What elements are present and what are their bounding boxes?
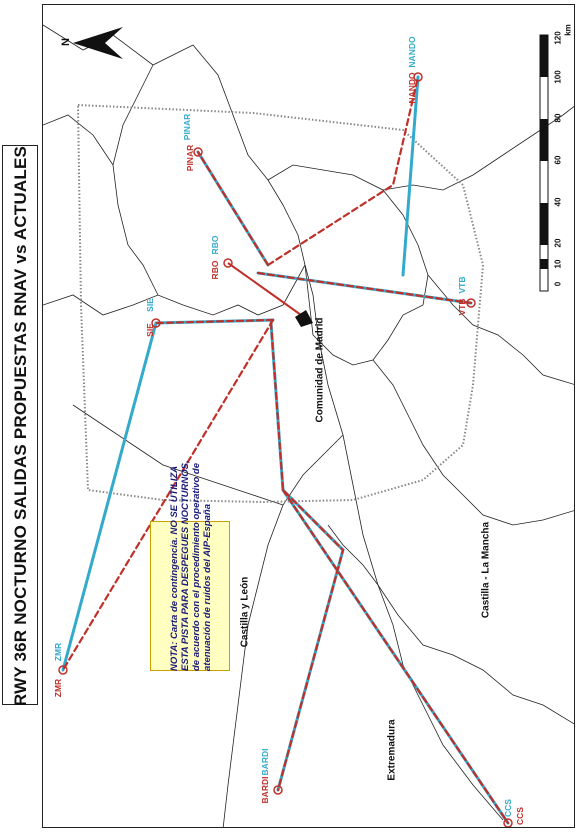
marker-vtb (466, 298, 476, 308)
scale-unit: km (563, 24, 573, 36)
scale-tick-20: 20 (553, 238, 563, 248)
proposed-route-vtb (256, 271, 473, 305)
proposed-route-zmr (61, 318, 275, 672)
current-route-nando (401, 75, 420, 277)
map-frame (42, 4, 575, 828)
scale-tick-120: 120 (553, 31, 563, 45)
border-castilla-mancha-north (372, 359, 574, 526)
wp-label-red-pinar: PINAR (185, 144, 195, 172)
wp-label-red-nando: NANDO (407, 72, 417, 104)
current-route-zmr (61, 321, 158, 672)
wp-label-red-vtb: VTB (457, 298, 467, 316)
waypoint-markers (58, 72, 513, 827)
region-borders (43, 24, 574, 827)
marker-zmr (58, 665, 68, 675)
wp-label-red-zmr: ZMR (53, 678, 63, 698)
border-castilla-leon-south (72, 404, 284, 506)
wp-label-red-rbo: RBO (210, 260, 220, 280)
scale-tick-60: 60 (553, 155, 563, 165)
proposed-route-pinar (196, 150, 270, 267)
region-castilla-mancha: Castilla - La Mancha (480, 521, 492, 619)
wp-label-cyan-pinar: PINAR (182, 113, 192, 141)
wp-label-red-sie: SIE (145, 323, 155, 337)
scale-tick-0: 0 (553, 281, 563, 287)
scale-bar (539, 34, 549, 292)
region-castilla-leon: Castilla y León (239, 576, 251, 648)
scale-tick-40: 40 (553, 197, 563, 207)
border-madrid (267, 164, 429, 366)
wp-label-cyan-nando: NANDO (407, 36, 417, 68)
note-line-4: atenuación de ruidos del AIP-España (202, 504, 213, 671)
region-extremadura: Extremadura (386, 719, 398, 781)
proposed-routes (61, 75, 510, 825)
north-arrow-icon (73, 27, 123, 59)
marker-nando (413, 72, 423, 82)
marker-sie (151, 318, 161, 328)
marker-pinar (193, 147, 203, 157)
border-southeast (427, 274, 574, 385)
region-madrid: Comunidad de Madrid (314, 317, 326, 423)
map-canvas (43, 24, 574, 827)
wp-label-cyan-vtb: VTB (457, 276, 467, 294)
current-routes (61, 75, 510, 825)
runway-symbol (295, 310, 313, 327)
title-box: RWY 36R NOCTURNO SALIDAS PROPUESTAS RNAV… (2, 145, 38, 707)
wp-label-red-ccs: CCS (515, 807, 525, 825)
border-northwest (43, 114, 114, 166)
proposed-route-ccs (281, 488, 510, 825)
note-line-2: ESTA PISTA PARA DESPEGUES NOCTURNOS, (180, 460, 191, 671)
north-label: N (60, 38, 72, 46)
border-west-1 (112, 64, 159, 296)
proposed-route-nando (266, 75, 420, 267)
wp-label-cyan-rbo: RBO (210, 235, 220, 255)
scale-tick-80: 80 (553, 113, 563, 123)
note-line-1: NOTA: Carta de contingencia. NO SE UTILI… (169, 465, 180, 671)
marker-ccs (503, 818, 513, 827)
proposed-route-bardi (269, 321, 345, 792)
border-castilla-mancha-west (327, 524, 574, 725)
chart-title: RWY 36R NOCTURNO SALIDAS PROPUESTAS RNAV… (11, 145, 30, 707)
wp-label-cyan-zmr: ZMR (53, 642, 63, 662)
wp-label-cyan-bardi: BARDI (260, 748, 270, 776)
marker-rbo (223, 258, 233, 268)
border-east (382, 106, 574, 191)
note-box: NOTA: Carta de contingencia. NO SE UTILI… (150, 460, 230, 671)
proposed-route-sie (154, 318, 275, 325)
scale-tick-10: 10 (553, 259, 563, 269)
wp-label-cyan-ccs: CCS (503, 799, 513, 817)
departure-path (227, 262, 309, 321)
scale-tick-100: 100 (553, 70, 563, 84)
wp-label-red-bardi: BARDI (260, 776, 270, 804)
border-central (43, 264, 306, 316)
note-line-3: de acuerdo con el procedimiento operativ… (191, 463, 202, 671)
border-castilla-leon-madrid (43, 24, 504, 821)
wp-label-cyan-sie: SIE (145, 298, 155, 312)
current-route-bardi (269, 321, 345, 792)
border-extremadura (222, 434, 344, 827)
marker-bardi (273, 785, 283, 795)
